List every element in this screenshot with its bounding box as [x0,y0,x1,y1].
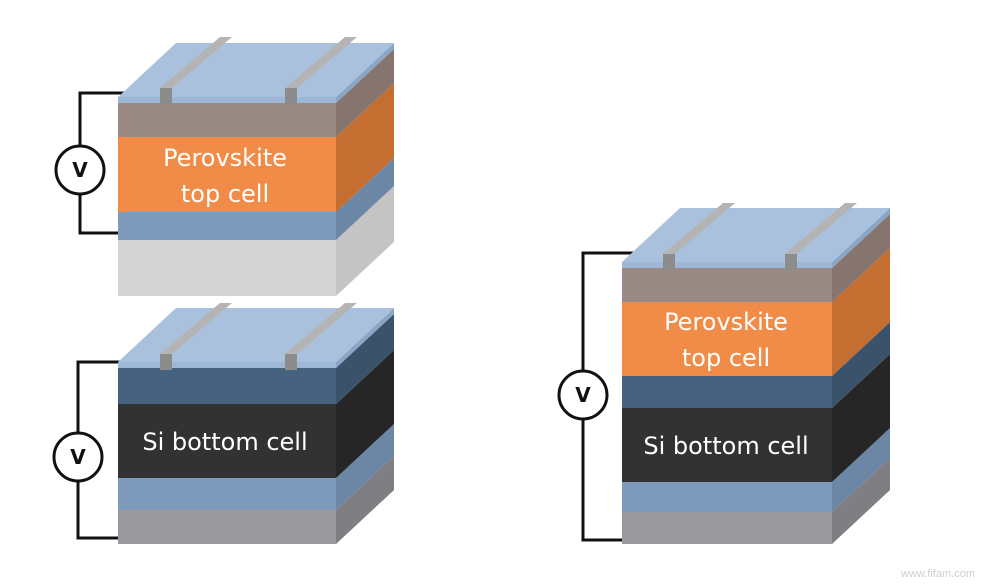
top-face [622,208,890,262]
voltmeter-label: V [72,158,88,182]
transport-layer [118,103,336,137]
contact-bar [160,37,232,88]
tandem-cell-stack: Perovskite top cell Si bottom cell V [557,203,890,544]
bottom-electrode-layer [118,212,336,240]
bottom-electrode-layer [118,478,336,510]
contact-bar [160,303,232,354]
passivation-layer [622,376,832,408]
contact-bar [285,303,357,354]
substrate-layer [118,510,336,544]
transport-layer [622,268,832,302]
perovskite-cell-stack: Perovskite top cell V [54,37,394,296]
tandem-si-label: Si bottom cell [643,432,808,460]
perovskite-label-line1: Perovskite [163,144,287,172]
glass-layer [118,97,336,103]
contact-bar [785,203,857,254]
voltmeter-icon: V [557,369,609,421]
contact-bar [285,37,357,88]
si-cell-stack: Si bottom cell V [52,303,394,544]
voltmeter-icon: V [52,431,104,483]
glass-layer [118,362,336,368]
substrate-layer [118,240,336,296]
tandem-perovskite-line2: top cell [682,344,770,372]
voltmeter-label: V [70,445,86,469]
substrate-layer [622,512,832,544]
tandem-perovskite-line1: Perovskite [664,308,788,336]
substrate-side [336,186,394,296]
si-layer [622,408,832,482]
voltmeter-icon: V [54,144,106,196]
si-label: Si bottom cell [142,428,307,456]
glass-layer [622,262,832,268]
perovskite-layer [118,137,336,212]
contact-bar [663,203,735,254]
bottom-electrode-layer [622,482,832,512]
watermark: www.fifam.com [900,568,975,580]
passivation-layer [118,368,336,404]
perovskite-label-line2: top cell [181,180,269,208]
si-layer [118,404,336,478]
perovskite-layer [622,302,832,376]
voltmeter-label: V [575,383,591,407]
